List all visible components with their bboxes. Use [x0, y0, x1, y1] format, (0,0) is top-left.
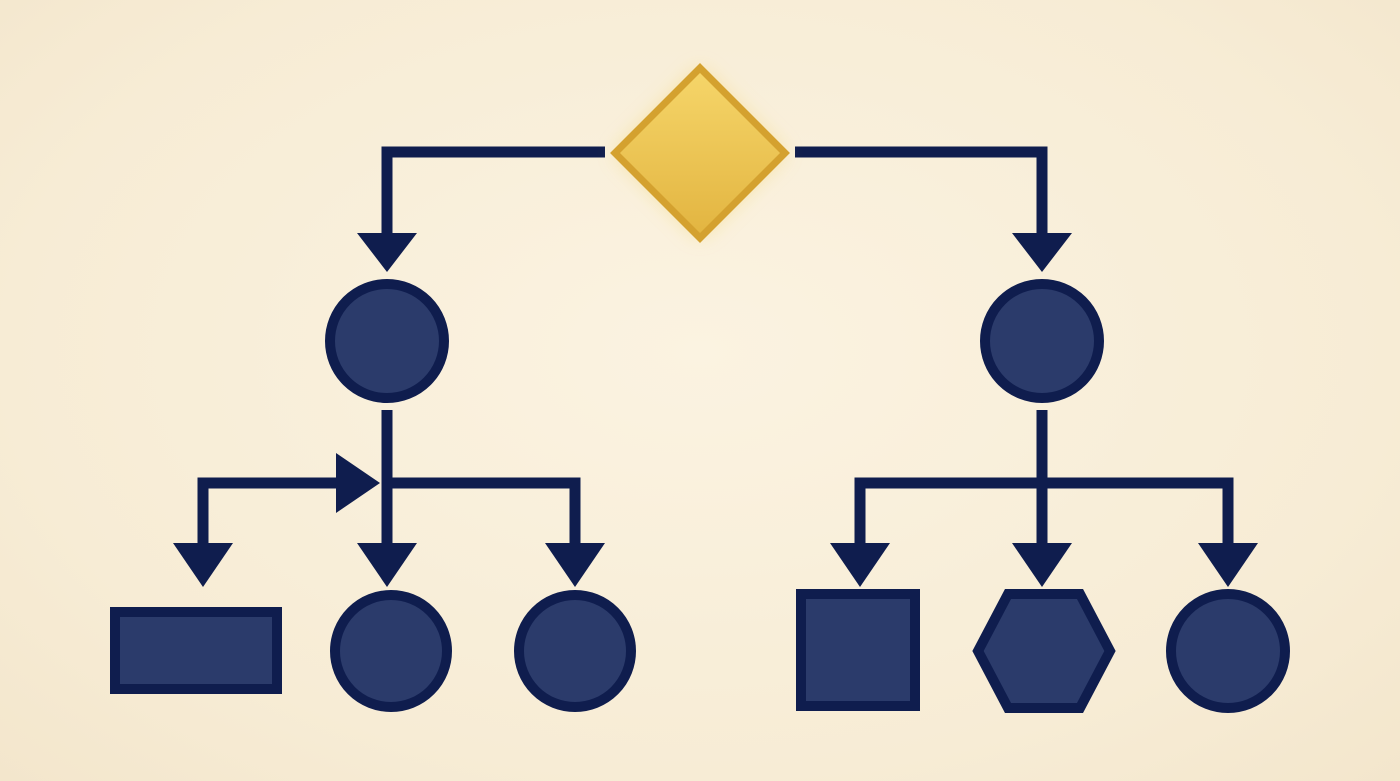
right-child-3-circle	[1166, 589, 1290, 713]
connectors	[197, 146, 1234, 548]
arrowhead-to-left-child-2	[357, 543, 417, 587]
arrowhead-to-right-child-1	[830, 543, 890, 587]
left-child-3-circle	[514, 590, 636, 712]
connector-decision-to-right-branch	[795, 146, 1048, 238]
connector-left-bus-to-left-child-1	[197, 477, 350, 548]
connector-right-bus-left	[854, 477, 1042, 548]
right-child-2-hexagon	[972, 589, 1116, 713]
right-child-1-square	[796, 589, 920, 711]
right-branch-node	[980, 279, 1104, 403]
left-child-2-circle	[330, 590, 452, 712]
decision-diamond	[610, 63, 790, 243]
arrowhead-into-left-bus	[336, 453, 380, 513]
left-branch-node	[325, 279, 449, 403]
connector-right-bus-right	[1042, 477, 1234, 548]
arrowhead-to-right-branch	[1012, 233, 1072, 272]
arrowhead-to-left-branch	[357, 233, 417, 272]
left-child-1-rectangle	[110, 607, 282, 694]
connector-left-bus-to-left-child-3	[387, 477, 581, 548]
decision-node	[610, 63, 790, 243]
arrowheads	[173, 233, 1258, 587]
arrowhead-to-right-child-2	[1012, 543, 1072, 587]
arrowhead-to-left-child-3	[545, 543, 605, 587]
nodes	[110, 279, 1290, 713]
connector-decision-to-left-branch	[381, 146, 605, 238]
arrowhead-to-left-child-1	[173, 543, 233, 587]
arrowhead-to-right-child-3	[1198, 543, 1258, 587]
